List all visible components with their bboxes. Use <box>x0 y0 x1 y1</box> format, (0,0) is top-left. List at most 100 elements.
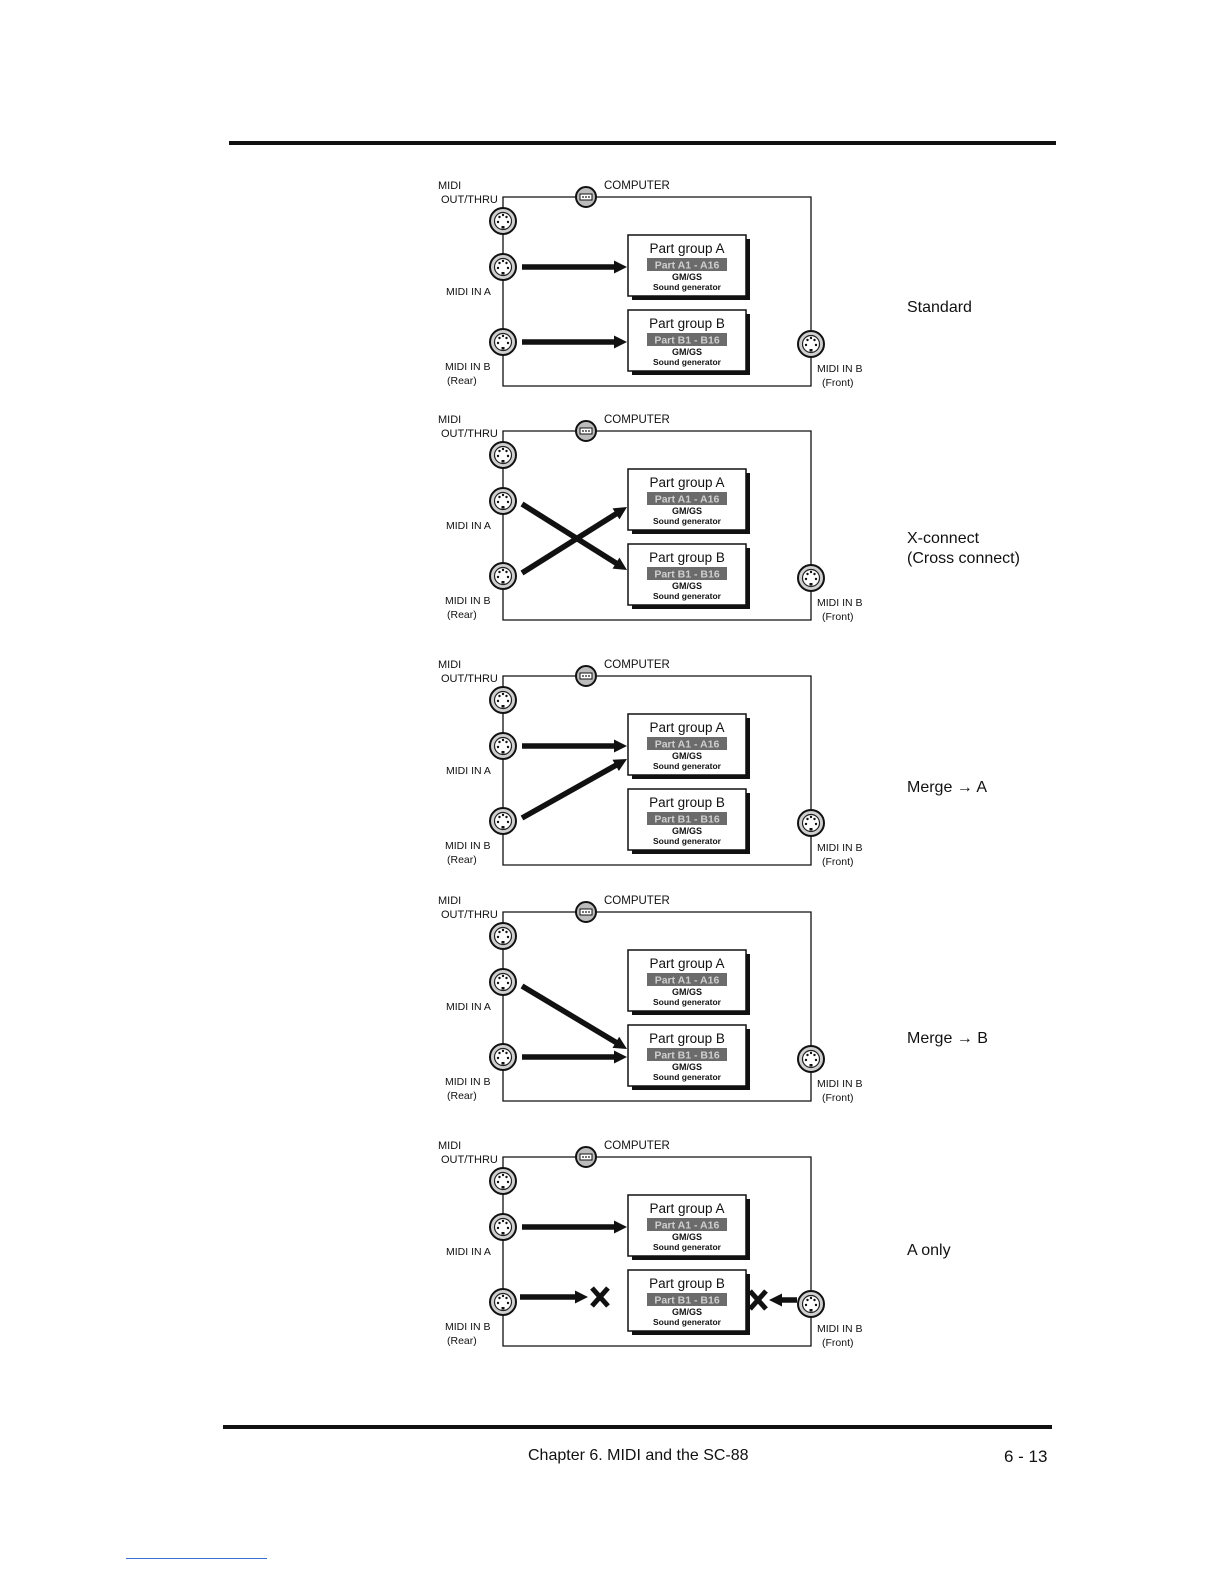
part-group-title: Part group B <box>649 316 725 331</box>
midi-in-b-rear-label: MIDI IN B <box>445 1321 491 1333</box>
arrow-head <box>614 335 627 349</box>
sound-generator-label: Sound generator <box>653 516 722 526</box>
midi-in-b-front-label: MIDI IN B <box>817 1323 863 1335</box>
midi-in-a-port-icon <box>489 732 517 760</box>
computer-port-icon <box>575 186 597 208</box>
midi-in-b-front-label: MIDI IN B <box>817 842 863 854</box>
midi-in-a-port-icon <box>489 253 517 281</box>
computer-label: COMPUTER <box>604 895 670 907</box>
arrow-head <box>612 759 627 772</box>
computer-port-icon <box>575 1146 597 1168</box>
part-range-label: Part B1 - B16 <box>654 569 720 581</box>
midi-in-b-rear-label: MIDI IN B <box>445 840 491 852</box>
gm-gs-label: GM/GS <box>672 581 702 591</box>
part-group-title: Part group A <box>649 475 724 490</box>
sound-generator-label: Sound generator <box>653 282 722 292</box>
part-range-label: Part B1 - B16 <box>654 814 720 826</box>
midi-in-b-front-label: MIDI IN B <box>817 597 863 609</box>
front-label: (Front) <box>822 1092 854 1104</box>
sound-generator-label: Sound generator <box>653 1242 722 1252</box>
midi-in-b-front-port-icon <box>797 1045 825 1073</box>
midi-in-a-port-icon <box>489 487 517 515</box>
midi-out-thru-label: MIDI <box>438 895 461 907</box>
midi-in-b-rear-port-icon <box>489 1288 517 1316</box>
page-number: 6 - 13 <box>1004 1447 1048 1466</box>
part-range-label: Part A1 - A16 <box>655 739 720 751</box>
gm-gs-label: GM/GS <box>672 987 702 997</box>
signal-arrow <box>520 760 622 821</box>
gm-gs-label: GM/GS <box>672 826 702 836</box>
arrow-head <box>612 1036 627 1049</box>
part-range-label: Part A1 - A16 <box>655 260 720 272</box>
gm-gs-label: GM/GS <box>672 1062 702 1072</box>
part-range-label: Part B1 - B16 <box>654 335 720 347</box>
connection-frame <box>502 675 812 866</box>
part-group-title: Part group B <box>649 795 725 810</box>
arrow-head <box>614 260 627 274</box>
midi-out-thru-label: OUT/THRU <box>441 428 498 440</box>
midi-in-a-port-icon <box>489 1213 517 1241</box>
midi-out-thru-label: OUT/THRU <box>441 1154 498 1166</box>
front-label: (Front) <box>822 1337 854 1349</box>
part-range-label: Part A1 - A16 <box>655 1220 720 1232</box>
sound-generator-label: Sound generator <box>653 836 722 846</box>
part-group-title: Part group B <box>649 1031 725 1046</box>
arrow-head <box>612 557 627 570</box>
gm-gs-label: GM/GS <box>672 1232 702 1242</box>
gm-gs-label: GM/GS <box>672 1307 702 1317</box>
midi-out-thru-port-icon <box>489 441 517 469</box>
midi-in-a-label: MIDI IN A <box>446 286 491 298</box>
rear-label: (Rear) <box>447 375 477 387</box>
arrow-head <box>614 1220 627 1234</box>
midi-out-thru-port-icon <box>489 207 517 235</box>
connection-frame <box>502 1156 812 1347</box>
part-range-label: Part A1 - A16 <box>655 975 720 987</box>
midi-out-thru-label: OUT/THRU <box>441 909 498 921</box>
midi-out-thru-label: OUT/THRU <box>441 194 498 206</box>
front-label: (Front) <box>822 611 854 623</box>
midi-in-b-rear-port-icon <box>489 807 517 835</box>
midi-in-b-rear-label: MIDI IN B <box>445 1076 491 1088</box>
connection-frame <box>502 911 812 1102</box>
part-range-label: Part B1 - B16 <box>654 1050 720 1062</box>
midi-in-b-front-port-icon <box>797 564 825 592</box>
part-range-label: Part A1 - A16 <box>655 494 720 506</box>
sound-generator-label: Sound generator <box>653 761 722 771</box>
part-range-label: Part B1 - B16 <box>654 1295 720 1307</box>
signal-arrow <box>520 501 622 569</box>
rear-label: (Rear) <box>447 1335 477 1347</box>
midi-in-b-rear-label: MIDI IN B <box>445 595 491 607</box>
blocked-x-icon <box>748 1289 768 1311</box>
computer-port-icon <box>575 901 597 923</box>
mode-label-merge-b: Merge → B <box>907 1030 988 1047</box>
header-rule <box>229 141 1056 145</box>
midi-in-b-rear-label: MIDI IN B <box>445 361 491 373</box>
midi-out-thru-port-icon <box>489 922 517 950</box>
midi-in-a-port-icon <box>489 968 517 996</box>
midi-out-thru-label: OUT/THRU <box>441 673 498 685</box>
midi-out-thru-label: MIDI <box>438 659 461 671</box>
midi-out-thru-port-icon <box>489 686 517 714</box>
signal-arrow <box>520 983 622 1048</box>
midi-in-b-front-port-icon <box>797 809 825 837</box>
rear-label: (Rear) <box>447 1090 477 1102</box>
midi-out-thru-port-icon <box>489 1167 517 1195</box>
computer-label: COMPUTER <box>604 1140 670 1152</box>
part-group-title: Part group B <box>649 1276 725 1291</box>
footer-chapter-title: Chapter 6. MIDI and the SC-88 <box>528 1447 749 1464</box>
computer-label: COMPUTER <box>604 414 670 426</box>
sound-generator-label: Sound generator <box>653 1317 722 1327</box>
midi-in-b-front-label: MIDI IN B <box>817 363 863 375</box>
gm-gs-label: GM/GS <box>672 347 702 357</box>
arrow-head <box>614 739 627 753</box>
